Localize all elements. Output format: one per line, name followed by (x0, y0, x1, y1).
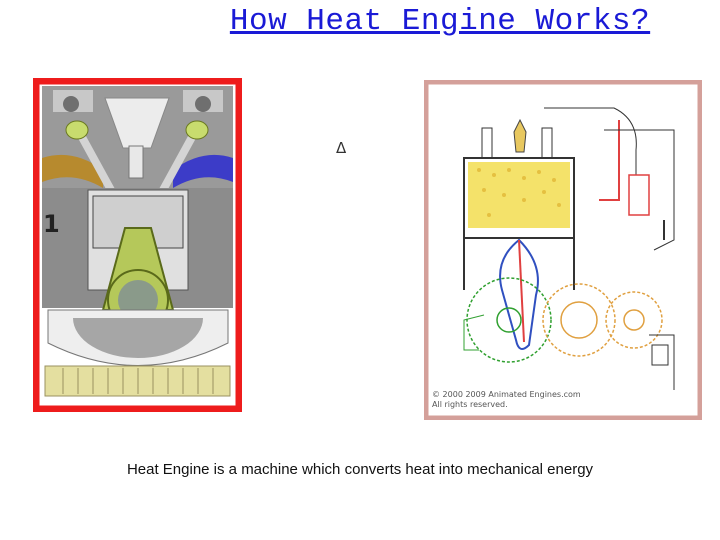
engine-cutaway-image: 1 (33, 78, 242, 412)
delta-symbol: Δ (336, 139, 347, 157)
caption-text: Heat Engine is a machine which converts … (126, 461, 594, 478)
engine-schematic-image (424, 80, 702, 420)
stroke-number-label: 1 (43, 210, 60, 238)
page-title: How Heat Engine Works? (229, 4, 651, 39)
image-copyright: © 2000 2009 Animated Engines.com All rig… (432, 390, 581, 409)
